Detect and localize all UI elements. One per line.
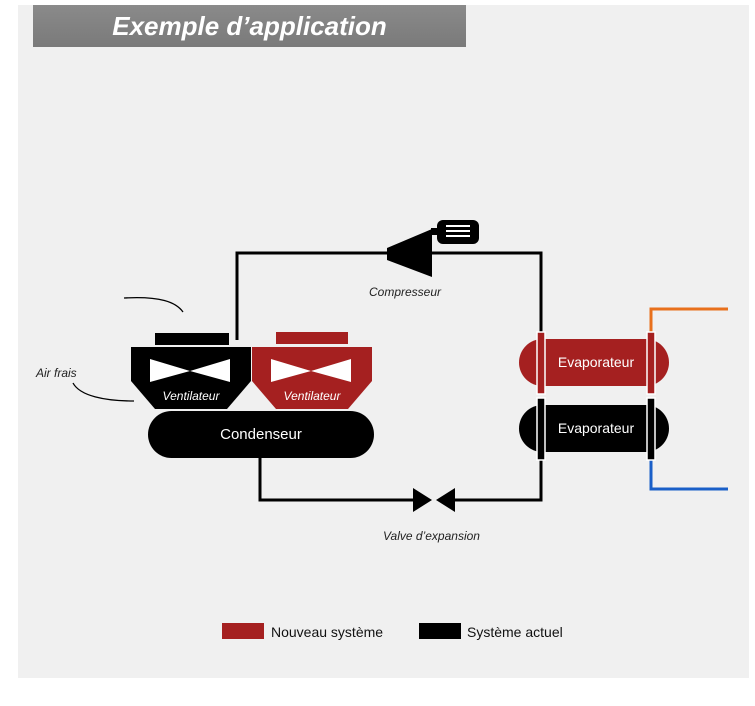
fan-blade-icon	[150, 359, 230, 382]
fresh-air-label: Air frais	[36, 366, 77, 380]
hot-water-pipe	[649, 307, 728, 332]
refrigerant-loop	[235, 251, 543, 502]
new-evaporator-label: Evaporateur	[557, 354, 635, 370]
pipe-condenser-to-compressor	[235, 251, 394, 340]
fresh-air-line-bottom	[72, 382, 135, 402]
legend-swatch-current	[419, 623, 461, 639]
fresh-air-line-top	[123, 296, 184, 313]
new-evaporator-unit	[519, 331, 669, 395]
pipe-compressor-to-evaporator	[430, 251, 543, 332]
current-fan-cap	[155, 333, 229, 345]
new-fan-label: Ventilateur	[283, 389, 341, 403]
condenser-unit	[148, 411, 374, 458]
pipe-evaporator-to-valve	[455, 458, 543, 502]
current-evaporator-unit	[519, 397, 669, 461]
legend-label-current: Système actuel	[467, 624, 563, 640]
expansion-valve-icon	[413, 488, 455, 512]
current-fan-unit	[131, 333, 251, 409]
current-fan-label: Ventilateur	[162, 389, 220, 403]
fan-blade-icon	[271, 359, 351, 382]
legend-swatch-new	[222, 623, 264, 639]
compressor-label: Compresseur	[369, 285, 442, 299]
page-title: Exemple d’application	[112, 11, 387, 41]
new-fan-cap	[276, 332, 348, 344]
cold-water-pipe	[649, 458, 728, 491]
title-bar: Exemple d’application	[33, 5, 466, 47]
compressor-icon	[387, 220, 479, 277]
pipe-valve-to-condenser	[258, 458, 413, 502]
new-fan-unit	[252, 332, 372, 409]
expansion-valve-label: Valve d’expansion	[383, 529, 480, 543]
current-evaporator-label: Evaporateur	[557, 420, 635, 436]
condenser-label: Condenseur	[220, 426, 302, 443]
legend-label-new: Nouveau système	[271, 624, 384, 640]
